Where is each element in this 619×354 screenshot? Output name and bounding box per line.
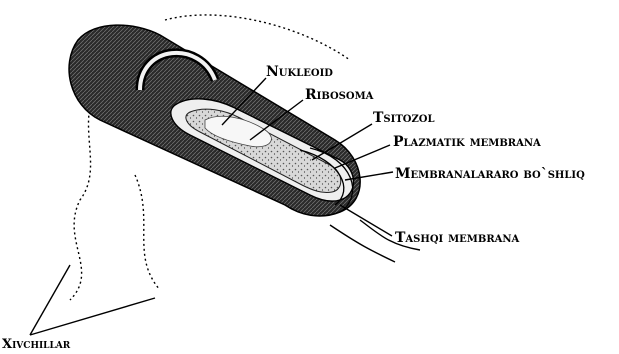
label-membranalararo: Membranalararo bo`shliq — [395, 166, 585, 182]
label-plazmatik-membrana: Plazmatik membrana — [393, 134, 541, 150]
label-nukleoid: Nukleoid — [266, 64, 333, 80]
label-tashqi-membrana: Tashqi membrana — [395, 230, 520, 246]
cell-body — [69, 25, 360, 216]
label-tsitozol: Tsitozol — [373, 110, 435, 126]
label-xivchillar: Xivchillar — [2, 337, 71, 352]
label-ribosoma: Ribosoma — [305, 87, 374, 103]
